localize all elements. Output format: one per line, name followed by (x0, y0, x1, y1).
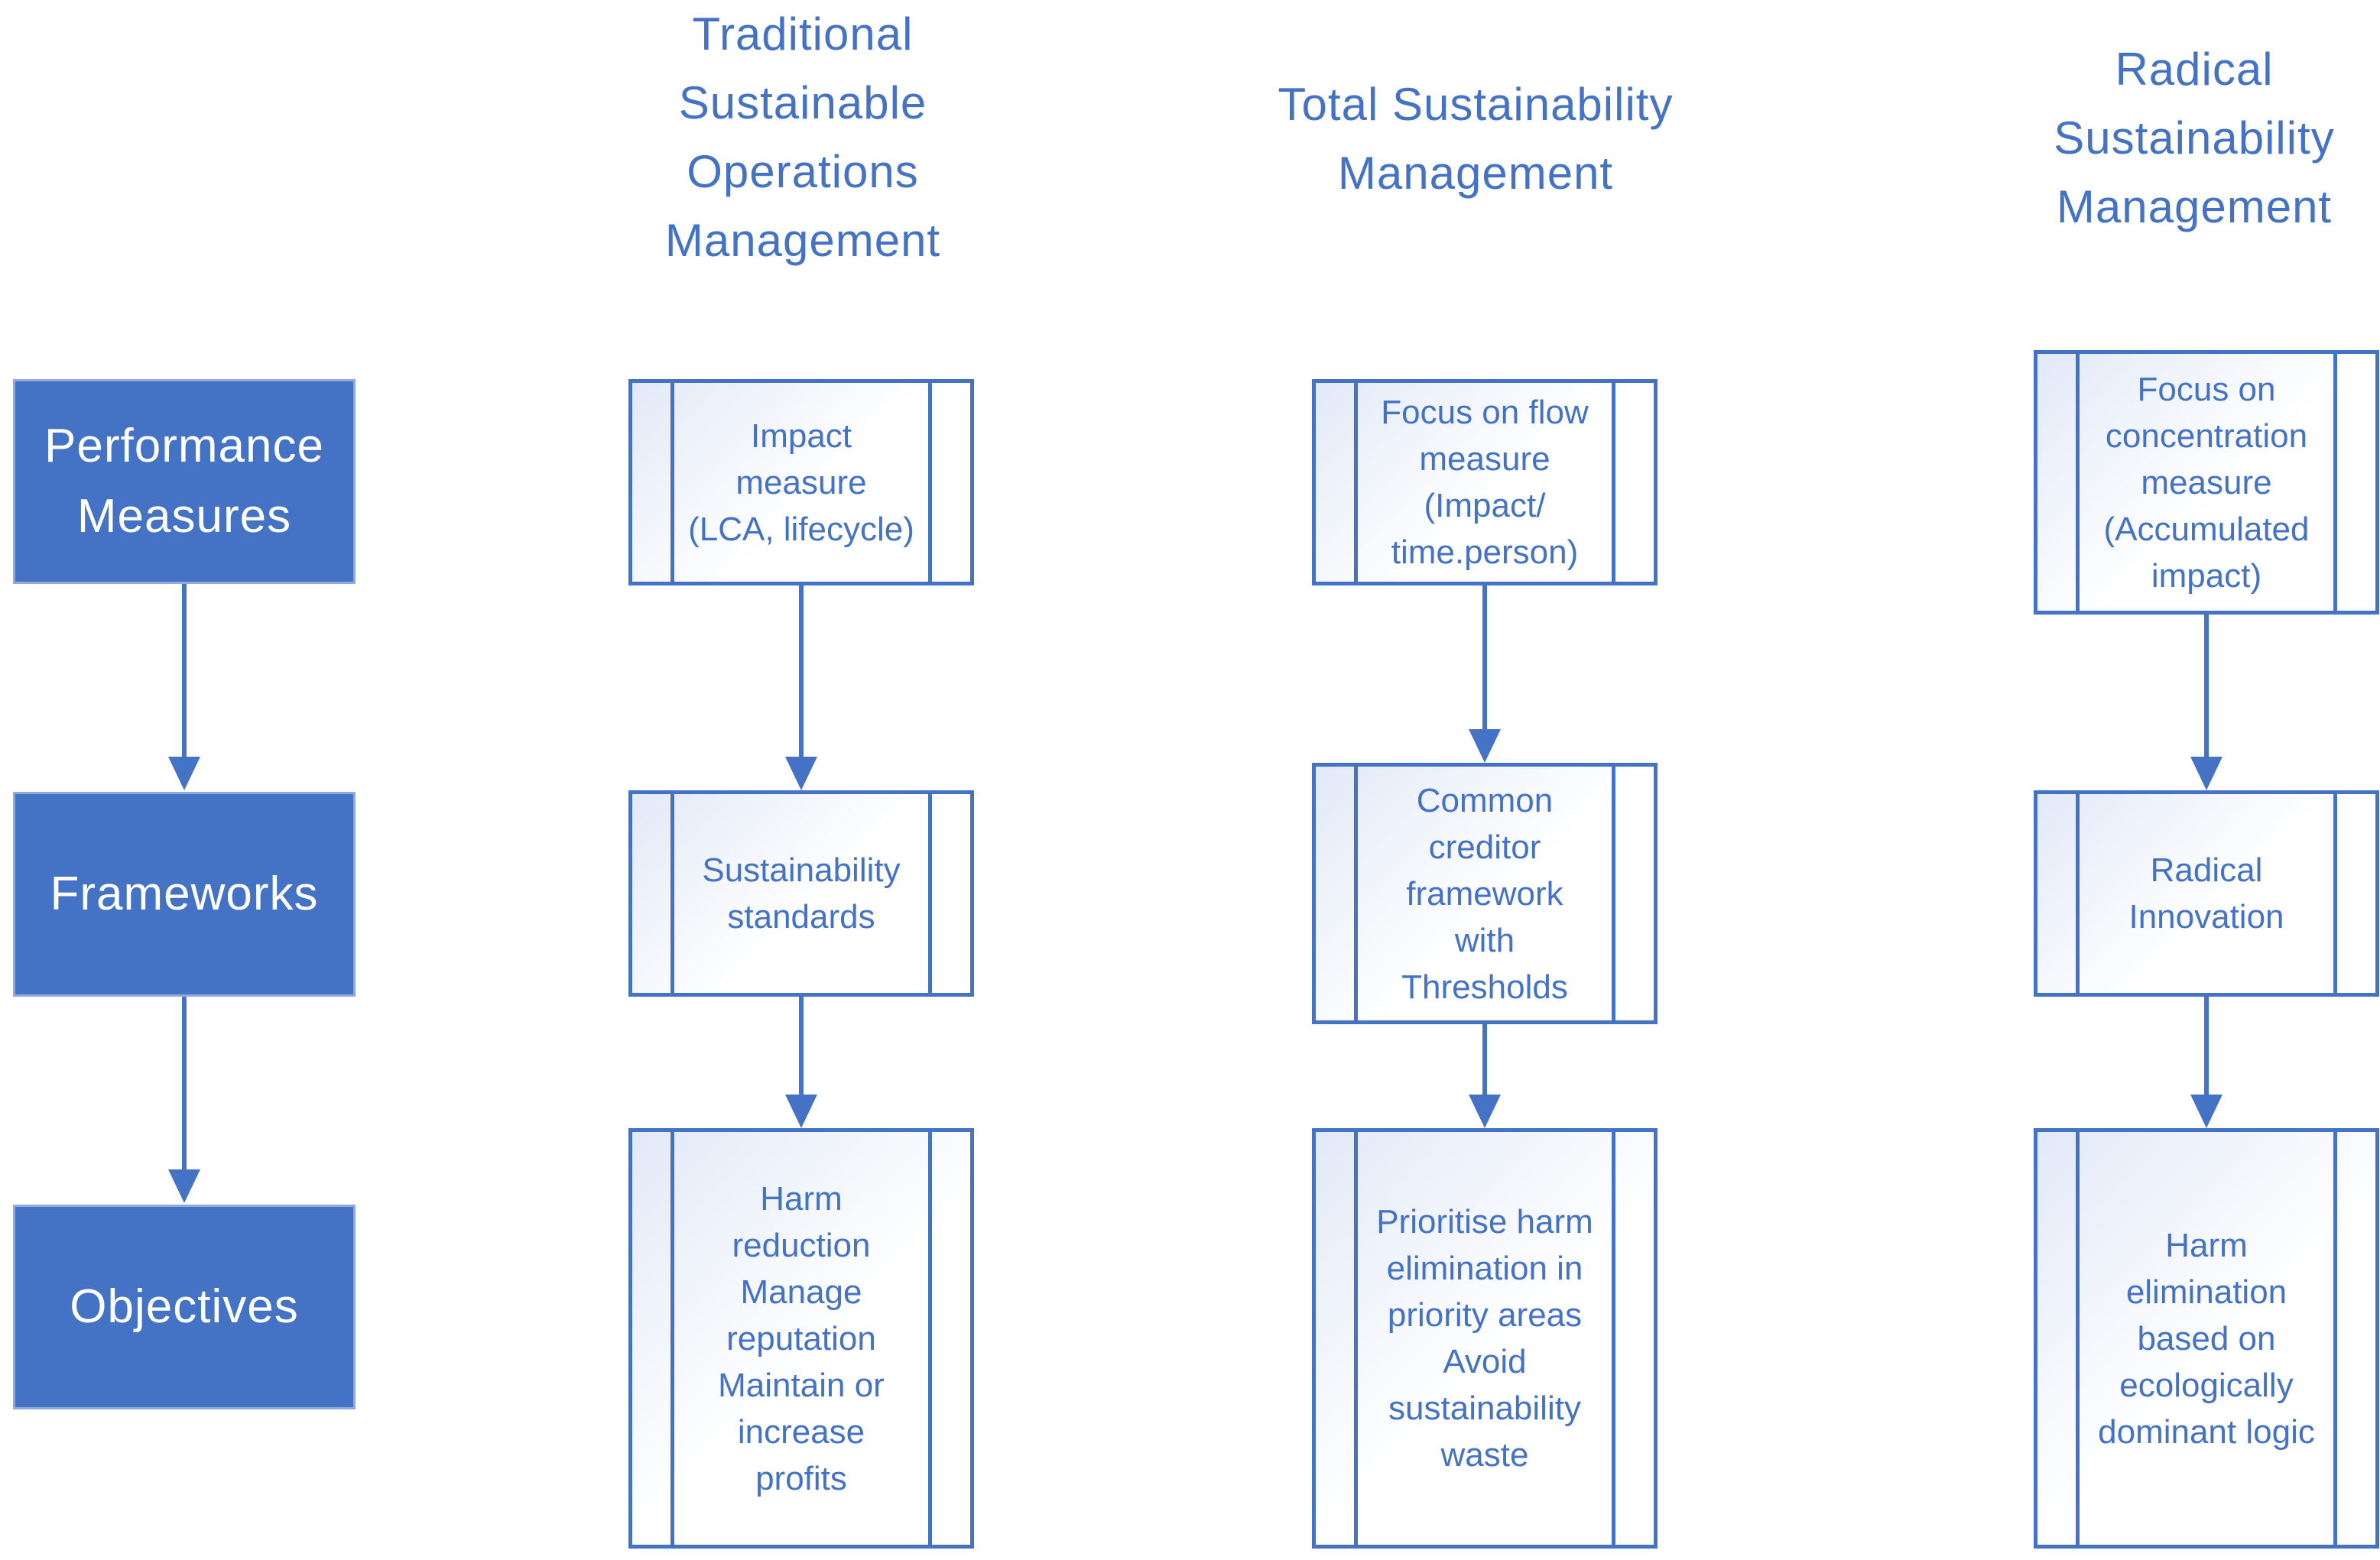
traditional-framework-box: Sustainability standards (628, 790, 974, 997)
total-performance-box: Focus on flow measure (Impact/ time.pers… (1312, 379, 1658, 585)
category-performance-measures: Performance Measures (13, 379, 356, 584)
header-radical-line-3: Management (2056, 181, 2333, 232)
category-objectives: Objectives (13, 1205, 356, 1409)
radical-performance-text: Focus on concentration measure (Accumula… (2103, 370, 2310, 595)
arrowhead-performance-to-frameworks (168, 757, 200, 790)
radical-framework-text: Radical Innovation (2128, 851, 2284, 936)
category-frameworks-label: Frameworks (50, 868, 319, 920)
header-total-line-2: Management (1337, 148, 1614, 199)
traditional-objective-text: Harm reduction Manage reputation Maintai… (718, 1179, 885, 1497)
total-objective-box: Prioritise harm elimination in priority … (1312, 1128, 1658, 1549)
arrowhead-radical-1 (2190, 757, 2223, 790)
header-traditional-line-1: Traditional (692, 8, 914, 60)
total-performance-text: Focus on flow measure (Impact/ time.pers… (1381, 394, 1589, 571)
category-performance-line-2: Measures (76, 490, 292, 543)
header-traditional: Traditional Sustainable Operations Manag… (604, 0, 1002, 275)
header-traditional-line-2: Sustainable (678, 77, 927, 128)
total-framework-box: Common creditor framework with Threshold… (1312, 763, 1658, 1024)
traditional-performance-box: Impact measure (LCA, lifecycle) (628, 379, 974, 585)
arrowhead-traditional-1 (785, 757, 817, 790)
header-traditional-line-3: Operations (687, 146, 919, 197)
category-frameworks: Frameworks (13, 792, 356, 997)
header-total: Total Sustainability Management (1216, 70, 1735, 208)
traditional-performance-text: Impact measure (LCA, lifecycle) (688, 417, 914, 548)
arrowhead-traditional-2 (785, 1095, 817, 1128)
category-performance-line-1: Performance (44, 420, 324, 472)
radical-performance-box: Focus on concentration measure (Accumula… (2034, 350, 2379, 615)
arrowhead-frameworks-to-objectives (168, 1169, 200, 1203)
category-objectives-label: Objectives (70, 1280, 299, 1333)
radical-objective-box: Harm elimination based on ecologically d… (2034, 1128, 2379, 1549)
arrowhead-total-2 (1469, 1095, 1501, 1128)
arrowhead-total-1 (1469, 729, 1501, 763)
total-framework-text: Common creditor framework with Threshold… (1401, 781, 1568, 1006)
header-traditional-line-4: Management (664, 215, 941, 266)
traditional-framework-text: Sustainability standards (702, 851, 901, 936)
header-total-line-1: Total Sustainability (1278, 79, 1674, 130)
radical-framework-box: Radical Innovation (2034, 790, 2379, 997)
radical-objective-text: Harm elimination based on ecologically d… (2098, 1226, 2315, 1451)
total-objective-text: Prioritise harm elimination in priority … (1376, 1203, 1593, 1474)
header-radical: Radical Sustainability Management (2003, 35, 2380, 242)
traditional-objective-box: Harm reduction Manage reputation Maintai… (628, 1128, 974, 1549)
header-radical-line-2: Sustainability (2054, 112, 2335, 164)
arrowhead-radical-2 (2190, 1095, 2223, 1128)
header-radical-line-1: Radical (2115, 44, 2274, 95)
